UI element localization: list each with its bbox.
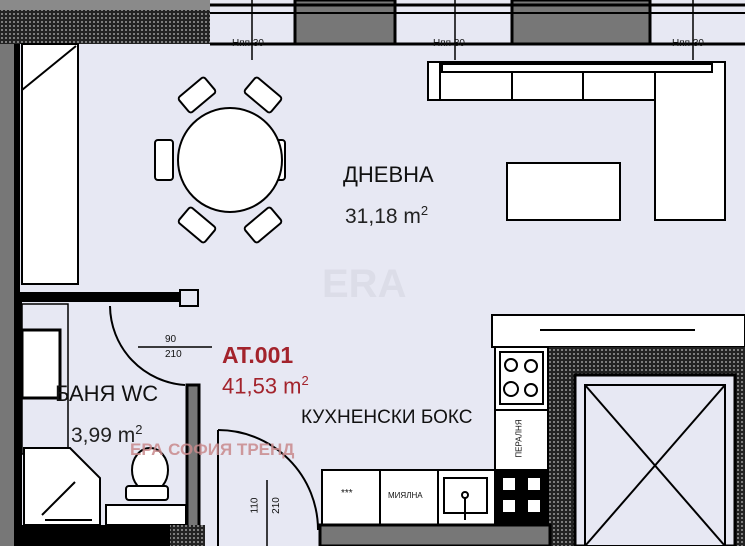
door-width: 110: [249, 497, 261, 514]
room-area-bathroom: 3,99 m2: [71, 422, 142, 448]
window-label: Нпп 30: [672, 38, 704, 49]
bathroom-door: [109, 305, 186, 386]
apartment-id: AT.001: [222, 342, 294, 368]
coffee-table: [506, 162, 621, 221]
area-value: 41,53 m: [222, 373, 302, 399]
kitchen-units: [318, 314, 745, 546]
door-height: 210: [165, 349, 182, 360]
wardrobe: [21, 43, 79, 285]
area-value: 31,18 m: [345, 205, 421, 228]
sofa: [427, 61, 726, 221]
exterior-wall-top: [0, 0, 745, 60]
agency-watermark: ЕРА СОФИЯ ТРЕНД: [130, 440, 295, 459]
area-unit-sup: 2: [301, 373, 309, 388]
dishwasher-label: ***: [341, 488, 353, 499]
apartment-area: 41,53 m2: [222, 373, 309, 399]
room-area-living: 31,18 m2: [345, 203, 428, 229]
bathroom-walls: [14, 289, 205, 546]
door-height: 210: [270, 497, 282, 514]
washer-label: ПЕРАЛНЯ: [514, 419, 524, 458]
area-value: 3,99 m: [71, 424, 136, 447]
era-logo-watermark: ERA: [322, 262, 407, 306]
sink-label: МИЯЛНА: [388, 491, 423, 500]
window-label: Нпп 30: [433, 38, 465, 49]
entrance-door: [217, 429, 319, 546]
room-name-living: ДНЕВНА: [343, 162, 434, 187]
dining-table: [154, 76, 286, 244]
room-name-kitchen: КУХНЕНСКИ БОКС: [301, 407, 473, 428]
area-unit-sup: 2: [135, 422, 143, 437]
exterior-wall-left: [0, 44, 14, 546]
area-unit-sup: 2: [420, 203, 429, 218]
door-width: 90: [165, 334, 177, 345]
window-label: Нпп 30: [232, 38, 264, 49]
room-name-bathroom: БАНЯ WC: [55, 381, 159, 406]
